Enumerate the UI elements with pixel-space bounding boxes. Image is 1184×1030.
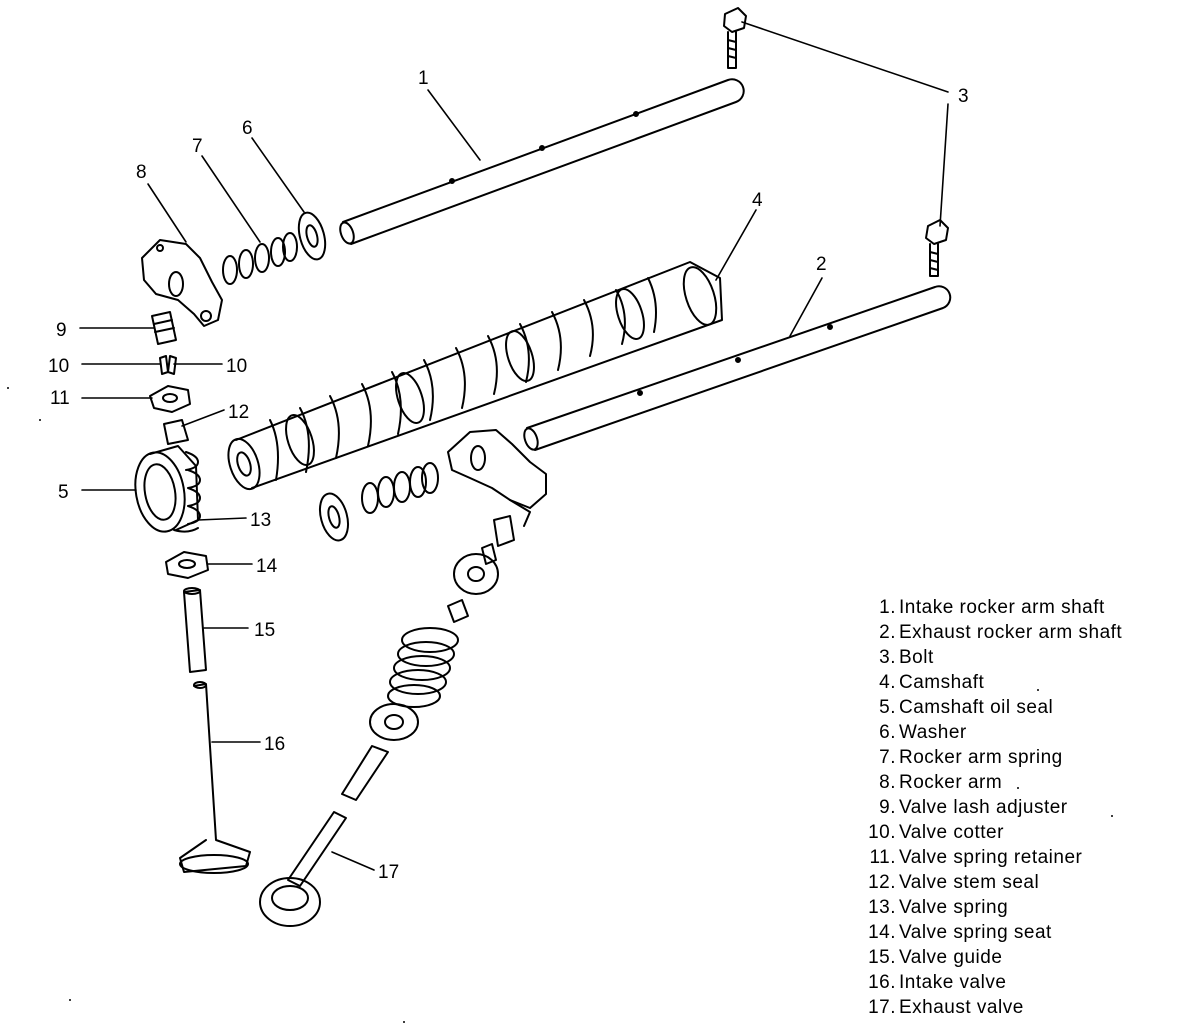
leader-7 [201,155,261,243]
leader-6 [251,137,305,213]
valve-spring-lower [387,627,459,708]
leader-1 [427,89,481,161]
legend-item: 3.Bolt [879,647,934,668]
valve-guide [183,587,207,673]
legend-item: 15.Valve guide [868,947,1003,968]
rocker-arm-lower [447,429,547,527]
callout-labels: 1 2 3 4 5 6 7 8 9 10 10 11 12 13 14 15 1… [48,68,969,883]
bolt-upper [723,7,747,69]
callout-8: 8 [136,162,147,183]
legend-item: 4.Camshaft [879,672,985,693]
legend-item: 10.Valve cotter [868,822,1004,843]
washer-lower [318,492,350,542]
callout-15: 15 [254,620,275,641]
callout-10-left: 10 [48,356,69,377]
valve-stem-seal-lower [447,599,469,623]
leader-8 [147,183,187,243]
callout-14: 14 [256,556,278,577]
intake-valve [179,681,251,874]
exhaust-rocker-arm-shaft [523,285,952,451]
callout-13: 13 [250,510,271,531]
callout-7: 7 [192,136,203,157]
valve-cotter [159,355,177,375]
rocker-arm-spring-lower [361,462,439,514]
exhaust-valve [259,811,347,927]
leader-2 [789,277,823,337]
camshaft-oil-seal [134,445,199,533]
valve-spring-retainer-lower [453,553,499,595]
valve-spring-seat [165,551,209,579]
legend-item: 14.Valve spring seat [868,922,1052,943]
rocker-arm-spring-upper [222,232,298,285]
leader-3a [741,21,949,93]
callout-4: 4 [752,190,763,211]
legend-item: 2.Exhaust rocker arm shaft [879,622,1123,643]
callout-3: 3 [958,86,969,107]
callout-16: 16 [264,734,285,755]
legend-item: 13.Valve spring [868,897,1009,918]
callout-12: 12 [228,402,249,423]
valve-spring-retainer [149,385,191,413]
scan-specks [7,387,1113,1023]
callout-11: 11 [50,388,70,409]
legend-item: 8.Rocker arm [879,772,1003,793]
parts-legend: 1.Intake rocker arm shaft 2.Exhaust rock… [848,595,1122,1020]
callout-1: 1 [418,68,429,89]
intake-rocker-arm-shaft [339,78,745,245]
leader-13 [197,517,247,521]
callout-10-right: 10 [226,356,247,377]
valve-guide-lower [341,745,389,801]
legend-item: 7.Rocker arm spring [879,747,1063,768]
legend-item: 16.Intake valve [868,972,1007,993]
rocker-arm-upper [141,239,223,327]
callout-6: 6 [242,118,253,139]
leader-12 [181,409,225,427]
legend-item: 9.Valve lash adjuster [879,797,1068,818]
valve-cotter-lower [481,543,497,565]
callout-2: 2 [816,254,827,275]
leader-lines [79,21,949,871]
valve-lash-adjuster-lower [493,515,515,547]
valve-spring [173,451,201,533]
legend-item: 1.Intake rocker arm shaft [879,597,1105,618]
callout-9: 9 [56,320,67,341]
valve-stem-seal [163,419,189,445]
callout-17: 17 [378,862,399,883]
leader-4 [715,209,757,281]
camshaft [227,261,723,491]
legend-item: 17.Exhaust valve [868,997,1024,1018]
bolt-lower [925,219,949,277]
washer-upper [297,211,327,261]
leader-17 [331,851,375,871]
valve-spring-seat-lower [369,703,419,741]
legend-item: 5.Camshaft oil seal [879,697,1054,718]
callout-5: 5 [58,482,69,503]
leader-3b [939,103,949,227]
legend-item: 12.Valve stem seal [868,872,1040,893]
valve-lash-adjuster [151,311,177,345]
legend-item: 11.Valve spring retainer [869,847,1083,868]
legend-item: 6.Washer [879,722,967,743]
